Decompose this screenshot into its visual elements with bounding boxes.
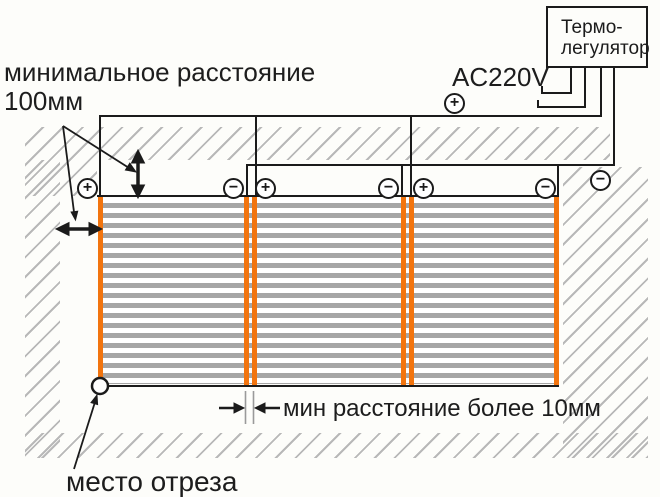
plus-drop-film1 <box>99 115 101 197</box>
copper-bus-bar-3l <box>409 197 414 385</box>
ac220v-label: AC220V <box>452 62 549 92</box>
cut-place-leader <box>73 393 99 470</box>
cut-place-label: место отреза <box>66 466 238 497</box>
ac-wire1-v <box>570 68 572 94</box>
gap-10mm-arrows <box>219 402 280 414</box>
copper-bus-bar-right <box>554 197 559 385</box>
terminal-film2-plus: + <box>255 178 276 199</box>
copper-bus-bar-1r <box>244 197 249 385</box>
copper-bus-bar-left <box>98 197 103 385</box>
horizontal-100mm-arrow <box>54 221 104 237</box>
terminal-film3-minus: − <box>535 178 556 199</box>
vertical-100mm-arrow <box>130 148 146 200</box>
thermostat-label-line2: легулятор <box>561 38 650 59</box>
ac-wire2-h <box>537 106 586 108</box>
thermostat-box: Термо- легулятор <box>546 6 650 68</box>
terminal-film1-plus: + <box>77 178 98 199</box>
plus-bus-wire <box>99 115 602 117</box>
film-bottom-edge <box>97 385 559 387</box>
hatch-zone-right <box>563 167 648 458</box>
terminal-supply-minus: − <box>590 170 611 191</box>
copper-bus-bar-2l <box>252 197 257 385</box>
minus-drop-film2 <box>401 164 403 197</box>
min-distance-label-line1: минимальное расстояние <box>4 57 316 87</box>
terminal-film3-plus: + <box>413 178 434 199</box>
minus-drop-film3 <box>557 164 559 197</box>
plus-drop-film2 <box>255 115 257 197</box>
minus-bus-wire <box>246 164 615 166</box>
thermostat-label-line1: Термо- <box>561 17 623 38</box>
terminal-film1-minus: − <box>223 178 244 199</box>
ac-wire2-v <box>584 68 586 108</box>
min-distance-label: минимальное расстояние 100мм <box>4 58 315 116</box>
cut-place-marker-circle <box>90 376 110 396</box>
ac-wire1-end <box>541 86 543 94</box>
minus-drop-film1 <box>246 164 248 197</box>
min-gap-label: мин расстояние более 10мм <box>283 395 601 422</box>
min-distance-leader-lines <box>62 125 138 222</box>
heating-stripes <box>100 198 557 384</box>
hatch-zone-left <box>25 160 60 458</box>
plus-drop-film3 <box>410 115 412 197</box>
hatch-zone-bottom <box>25 433 648 458</box>
thermostat-minus-wire <box>613 68 615 166</box>
thermostat-plus-wire <box>600 68 602 117</box>
terminal-ac-plus: + <box>444 93 465 114</box>
film-top-edge <box>97 195 559 197</box>
hatch-zone-top <box>25 127 610 160</box>
ac-wire2-end <box>537 100 539 108</box>
min-distance-label-line2: 100мм <box>4 86 84 116</box>
copper-bus-bar-2r <box>401 197 406 385</box>
gap-marker-lines <box>244 391 255 424</box>
ac-wire1-h <box>541 92 572 94</box>
terminal-film2-minus: − <box>378 178 399 199</box>
